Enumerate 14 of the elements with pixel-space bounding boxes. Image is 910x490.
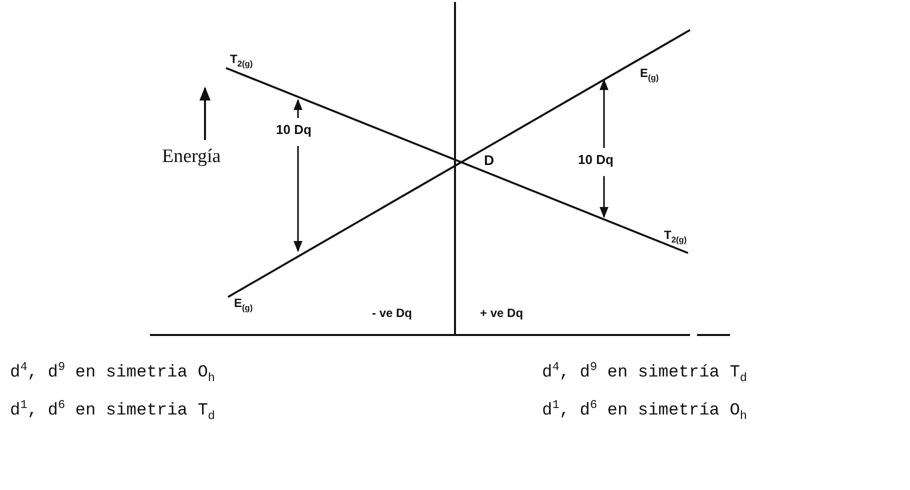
axis-label: T$_{2(g)}$ — [230, 52, 253, 68]
axis-label: Energía — [162, 146, 221, 169]
axis-label: E$_{(g)}$ — [234, 296, 253, 312]
configuration-note: d$^{4}$, d$^{9}$ en simetria O$_{h}$ — [10, 360, 216, 386]
configuration-note: d$^{1}$, d$^{6}$ en simetria T$_{d}$ — [10, 398, 216, 424]
axis-label: E$_{(g)}$ — [640, 66, 659, 82]
axis-label: D — [484, 152, 494, 169]
axis-label: 10 Dq — [276, 122, 312, 138]
axis-label: - ve Dq — [372, 306, 412, 320]
configuration-note: d$^{1}$, d$^{6}$ en simetría O$_{h}$ — [542, 398, 748, 424]
configuration-note: d$^{4}$, d$^{9}$ en simetría T$_{d}$ — [542, 360, 748, 386]
axis-label: 10 Dq — [578, 152, 614, 168]
axis-label: + ve Dq — [480, 306, 524, 320]
axis-label: T$_{2(g)}$ — [664, 228, 687, 244]
